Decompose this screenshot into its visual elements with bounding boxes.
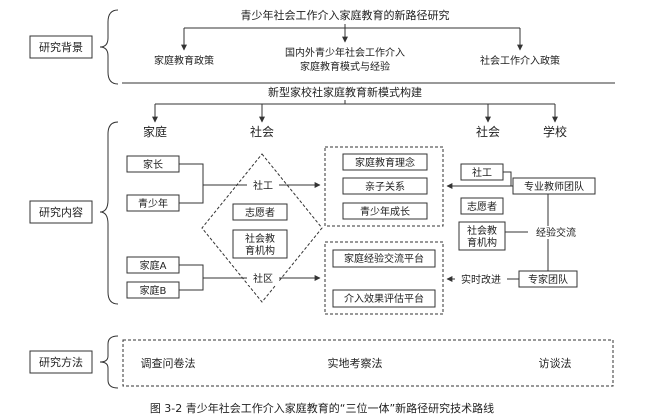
- column-header-society-right: 社会: [476, 124, 500, 139]
- section-label-content: 研究内容: [39, 205, 83, 219]
- box-exchange-platform: [332, 249, 436, 268]
- box-volunteer-left: [232, 203, 288, 221]
- box-parent-child-label: 亲子关系: [365, 180, 405, 193]
- box-edu-org-right-label-1: 社会教: [467, 224, 497, 237]
- brace-content: [99, 121, 119, 305]
- box-parent-label: 家长: [143, 158, 163, 171]
- box-volunteer-right: [460, 197, 504, 215]
- column-header-family: 家庭: [143, 124, 167, 139]
- section-label-methods: 研究方法: [39, 355, 83, 369]
- box-edu-org-right: [458, 221, 506, 251]
- box-family-a-label: 家庭A: [140, 259, 167, 272]
- box-edu-philosophy: [342, 153, 428, 171]
- box-volunteer-left-label: 志愿者: [245, 206, 275, 219]
- methods-container: [122, 339, 614, 387]
- background-title: 青少年社会工作介入家庭教育的新路径研究: [241, 8, 450, 22]
- label-box-methods: [29, 350, 93, 374]
- link-label-realtime: 实时改进: [461, 273, 501, 286]
- box-edu-org-right-label-2: 育机构: [467, 236, 497, 249]
- label-bg: [247, 272, 279, 285]
- background-item-sw-policy: 社会工作介入政策: [480, 54, 560, 67]
- box-family-b-label: 家庭B: [140, 284, 167, 297]
- box-parent-child: [342, 177, 428, 195]
- label-box-content: [29, 200, 93, 224]
- column-header-school: 学校: [543, 124, 567, 139]
- box-evaluation-platform-label: 介入效果评估平台: [344, 292, 424, 305]
- box-teacher-team-label: 专业教师团队: [524, 180, 584, 193]
- brace-methods: [99, 335, 119, 389]
- section-label-background: 研究背景: [39, 40, 83, 54]
- label-box-background: [29, 35, 93, 59]
- box-youth-label: 青少年: [138, 197, 168, 210]
- box-edu-org-left-label-2: 育机构: [245, 244, 275, 257]
- label-bg: [526, 226, 578, 239]
- column-header-society-left: 社会: [250, 124, 274, 139]
- box-evaluation-platform: [332, 289, 436, 308]
- background-item-intl-2: 家庭教育模式与经验: [300, 60, 390, 73]
- link-label-experience: 经验交流: [536, 226, 576, 239]
- background-item-policy: 家庭教育政策: [154, 54, 214, 67]
- connector: [179, 163, 204, 204]
- box-expert-team-label: 专家团队: [528, 273, 568, 286]
- label-bg: [455, 273, 507, 286]
- box-youth-growth-label: 青少年成长: [360, 205, 410, 218]
- connector: [503, 171, 513, 187]
- center-top-container: [324, 146, 444, 227]
- method-interview: 访谈法: [539, 356, 572, 370]
- box-youth-growth: [342, 202, 428, 220]
- figure-caption: 图 3-2 青少年社会工作介入家庭教育的“三位一体”新路径研究技术路线: [150, 401, 494, 415]
- label-bg: [247, 179, 279, 192]
- brace-background: [99, 9, 119, 85]
- box-edu-org-left-label-1: 社会教: [245, 232, 275, 245]
- background-item-intl-1: 国内外青少年社会工作介入: [285, 46, 405, 59]
- box-exchange-platform-label: 家庭经验交流平台: [344, 252, 424, 265]
- link-label-social-worker: 社工: [253, 179, 273, 192]
- link-label-community: 社区: [253, 272, 273, 285]
- box-edu-philosophy-label: 家庭教育理念: [355, 156, 415, 169]
- connector: [179, 264, 204, 291]
- society-diamond: [201, 153, 323, 303]
- box-social-worker-label: 社工: [472, 166, 492, 179]
- method-field-study: 实地考察法: [328, 356, 383, 370]
- box-edu-org-left: [232, 229, 288, 259]
- method-questionnaire: 调查问卷法: [141, 356, 196, 370]
- content-title: 新型家校社家庭教育新模式构建: [268, 85, 422, 99]
- box-volunteer-right-label: 志愿者: [467, 200, 497, 213]
